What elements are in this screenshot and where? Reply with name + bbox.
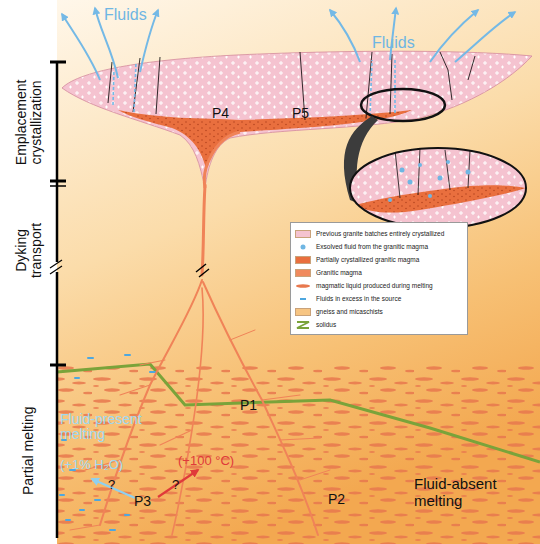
stage-label: Emplacement crystallization — [14, 64, 45, 180]
legend-text: Partially crystallized granitic magma — [316, 256, 419, 263]
question-mark: ? — [108, 478, 115, 492]
fluid-dot-symbol — [295, 243, 311, 251]
point-label: P1 — [240, 398, 257, 413]
legend-text: Exsolved fluid from the granitic magma — [316, 243, 428, 250]
solidus-symbol — [295, 321, 311, 329]
legend-text: Fluids in excess in the source — [316, 295, 401, 302]
melt-lens-symbol — [295, 282, 311, 290]
legend-text: gneiss and micaschists — [316, 308, 383, 315]
condition-label: (+1% H₂O) — [60, 458, 123, 472]
legend-swatch — [295, 256, 311, 264]
legend-row: Partially crystallized granitic magma — [295, 253, 463, 266]
legend-row: Fluids in excess in the source — [295, 292, 463, 305]
stage-label: Dyking transport — [14, 200, 45, 300]
legend-text: Previous granite batches entirely crysta… — [316, 230, 444, 237]
fluid-label: Fluids — [372, 34, 415, 52]
legend-swatch — [295, 308, 311, 316]
legend-row: Granitic magma — [295, 266, 463, 279]
legend-text: Granitic magma — [316, 269, 362, 276]
question-mark: ? — [172, 478, 179, 492]
legend-row: Exsolved fluid from the granitic magma — [295, 240, 463, 253]
legend-row: magmatic liquid produced during melting — [295, 279, 463, 292]
fluid-label: Fluids — [104, 6, 147, 24]
legend-swatch — [295, 230, 311, 238]
legend-swatch — [295, 269, 311, 277]
melting-label: Fluid-present melting — [60, 412, 160, 443]
legend-row: Previous granite batches entirely crysta… — [295, 227, 463, 240]
legend-box: Previous granite batches entirely crysta… — [290, 222, 468, 335]
legend-text: magmatic liquid produced during melting — [316, 282, 433, 289]
point-label: P5 — [292, 106, 309, 121]
point-label: P3 — [134, 494, 151, 509]
point-label: P2 — [328, 492, 345, 507]
fluid-dash-symbol — [295, 295, 311, 303]
legend-text: solidus — [316, 321, 336, 328]
legend-row: solidus — [295, 318, 463, 331]
melting-label: Fluid-absent melting — [414, 476, 526, 509]
point-label: P4 — [212, 106, 229, 121]
stage-label: Partial melting — [21, 370, 36, 530]
legend-row: gneiss and micaschists — [295, 305, 463, 318]
condition-label: (+100 °C) — [178, 454, 234, 468]
